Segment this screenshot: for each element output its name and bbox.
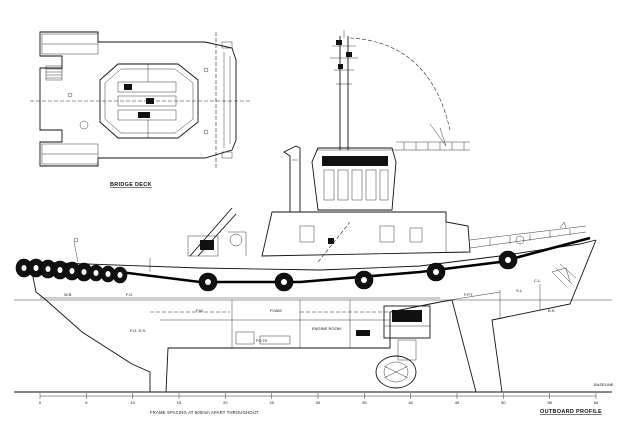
label-cl: C.L. [534, 278, 541, 283]
label-fo: F.O. [126, 292, 133, 297]
tyre [498, 250, 518, 270]
baseline-label: BASELINE [594, 382, 614, 387]
frame-tick-label: 45 [455, 400, 460, 405]
label-fo-ds: F.O. D.S. [130, 328, 146, 333]
frame-spacing-note: FRAME SPACING AT 500mm APART THROUGHOUT [150, 410, 259, 415]
tyre [274, 272, 294, 292]
outboard-profile-title: OUTBOARD PROFILE [540, 409, 602, 415]
forward-rail [469, 221, 587, 249]
aft-crane [73, 207, 247, 272]
frame-tick-label: 15 [177, 400, 182, 405]
propeller-nozzle [375, 355, 417, 389]
label-bs: B.S. [548, 308, 556, 313]
top-rail [396, 141, 470, 151]
label-fpt: F.P.T. [464, 292, 474, 297]
label-foam: FOAM [270, 308, 282, 313]
outboard-profile: BASELINE W.B. F.O. F.W. FOAM FO TK ENGIN… [14, 30, 614, 415]
frame-tick-label: 35 [362, 400, 367, 405]
frame-tick-label: 30 [316, 400, 321, 405]
label-wb: W.B. [64, 292, 72, 297]
tyre [15, 258, 33, 278]
propulsion-unit [375, 305, 431, 389]
frame-tick-label: 20 [223, 400, 228, 405]
tyre [426, 262, 446, 282]
exhaust-stack [283, 145, 301, 213]
console-lower [117, 109, 177, 121]
tyre [354, 270, 374, 290]
frame-tick-label: 55 [547, 400, 552, 405]
label-fo-tank: FO TK [256, 338, 268, 343]
frame-tick-label: 0 [39, 400, 42, 405]
hull-outline [29, 239, 597, 393]
label-engine-room: ENGINE ROOM [312, 326, 341, 331]
mast [330, 30, 358, 150]
frame-tick-label: 50 [501, 400, 506, 405]
label-fw: F.W. [196, 308, 204, 313]
bridge-deck-title: BRIDGE DECK [110, 182, 152, 188]
forward-bitt [515, 235, 525, 245]
stair-left [45, 65, 63, 81]
frame-tick-label: 60 [594, 400, 599, 405]
tyre [51, 260, 69, 280]
bridge-fitting [79, 120, 89, 130]
tyre [198, 272, 218, 292]
frame-tick-label: 40 [408, 400, 413, 405]
fender-tyres [15, 250, 518, 292]
console-upper [117, 81, 177, 93]
frame-tick-label: 10 [130, 400, 135, 405]
wheelhouse-octagon [99, 63, 199, 139]
frame-tick-label: 25 [269, 400, 274, 405]
bridge-deck-plan: BRIDGE DECK [30, 31, 250, 188]
tyre [112, 266, 128, 284]
frame-scale: 0 5 10 15 20 25 30 35 40 45 50 55 60 [39, 393, 599, 405]
mast-swing-arc [349, 37, 451, 131]
frame-tick-label: 5 [85, 400, 88, 405]
label-sl: S.L. [516, 288, 523, 293]
tyre [100, 265, 116, 283]
bridge-deck-outline [39, 31, 237, 167]
wheelhouse [311, 147, 397, 211]
deckhouse [261, 211, 471, 263]
